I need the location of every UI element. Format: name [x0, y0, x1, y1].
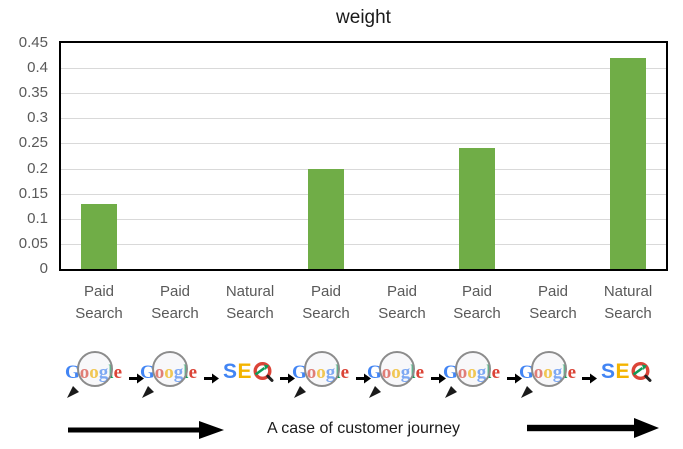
- google-logo-icon: Google: [292, 351, 360, 398]
- google-letter: e: [340, 362, 349, 383]
- google-letter: e: [567, 362, 576, 383]
- magnifier-glass-icon: [304, 351, 340, 387]
- chart-title: weight: [336, 7, 391, 28]
- y-axis-tick-label: 0.2: [27, 160, 48, 177]
- x-axis-category-label: Paid Search: [453, 283, 501, 322]
- google-logo-icon: Google: [443, 351, 511, 398]
- y-axis-tick-label: 0.05: [18, 235, 48, 252]
- magnifier-handle-icon: [65, 383, 81, 405]
- flow-right-arrow-icon: [356, 373, 371, 384]
- google-letter: G: [140, 362, 155, 383]
- journey-arrow-left-icon: [68, 421, 224, 439]
- y-axis-tick-label: 0.35: [18, 84, 48, 101]
- x-axis-category-label: Paid Search: [378, 283, 426, 322]
- magnifier-handle-icon: [367, 383, 383, 405]
- google-letter: G: [367, 362, 382, 383]
- gridline: [61, 194, 666, 195]
- seo-letter: S: [601, 360, 616, 383]
- flow-right-arrow-icon: [431, 373, 446, 384]
- google-logo-icon: Google: [65, 351, 133, 398]
- google-logo-icon: Google: [140, 351, 208, 398]
- google-letter: e: [113, 362, 122, 383]
- google-logo-icon: Google: [367, 351, 435, 398]
- google-letter: e: [491, 362, 500, 383]
- google-letter: e: [415, 362, 424, 383]
- google-letter: G: [65, 362, 80, 383]
- magnifier-handle-icon: [443, 383, 459, 405]
- bar: [459, 148, 495, 269]
- magnifier-handle-icon: [519, 383, 535, 405]
- x-axis-category-label: Paid Search: [151, 283, 199, 322]
- magnifier-glass-icon: [77, 351, 113, 387]
- gridline: [61, 143, 666, 144]
- bar: [81, 204, 117, 269]
- flow-right-arrow-icon: [280, 373, 295, 384]
- y-axis-tick-label: 0.1: [27, 210, 48, 227]
- gridline: [61, 219, 666, 220]
- gridline: [61, 169, 666, 170]
- flow-right-arrow-icon: [507, 373, 522, 384]
- magnifier-handle-icon: [292, 383, 308, 405]
- magnifier-glass-icon: [152, 351, 188, 387]
- x-axis: Paid Search Paid Search Natural Search Paid…: [61, 281, 666, 329]
- seo-magnifier-o-icon: [630, 360, 654, 384]
- y-axis-tick-label: 0.45: [18, 34, 48, 51]
- x-axis-category-label: Paid Search: [75, 283, 123, 322]
- y-axis-tick-label: 0: [39, 260, 48, 277]
- journey-caption: A case of customer journey: [267, 420, 460, 437]
- bar: [308, 169, 344, 269]
- y-axis-tick-label: 0.4: [27, 59, 48, 76]
- seo-letter: S: [223, 360, 238, 383]
- x-axis-category-label: Paid Search: [302, 283, 350, 322]
- x-axis-category-label: Natural Search: [603, 283, 653, 322]
- y-axis-tick-label: 0.15: [18, 185, 48, 202]
- gridline: [61, 244, 666, 245]
- bar: [610, 58, 646, 269]
- x-axis-category-label: Natural Search: [225, 283, 275, 322]
- journey-arrow-right-icon: [527, 418, 659, 438]
- gridline: [61, 93, 666, 94]
- gridline: [61, 118, 666, 119]
- y-axis-tick-label: 0.25: [18, 134, 48, 151]
- google-letter: G: [443, 362, 458, 383]
- x-axis-category-label: Paid Search: [529, 283, 577, 322]
- flow-right-arrow-icon: [129, 373, 144, 384]
- google-letter: e: [188, 362, 197, 383]
- magnifier-handle-icon: [140, 383, 156, 405]
- google-logo-icon: Google: [519, 351, 587, 398]
- magnifier-glass-icon: [531, 351, 567, 387]
- google-letter: G: [292, 362, 307, 383]
- google-letter: G: [519, 362, 534, 383]
- magnifier-glass-icon: [455, 351, 491, 387]
- seo-letter: E: [237, 360, 253, 383]
- gridline: [61, 68, 666, 69]
- plot-area: [59, 41, 668, 271]
- y-axis-tick-label: 0.3: [27, 109, 48, 126]
- flow-right-arrow-icon: [204, 373, 219, 384]
- flow-right-arrow-icon: [582, 373, 597, 384]
- seo-magnifier-o-icon: [252, 360, 276, 384]
- seo-letter: E: [615, 360, 631, 383]
- magnifier-glass-icon: [379, 351, 415, 387]
